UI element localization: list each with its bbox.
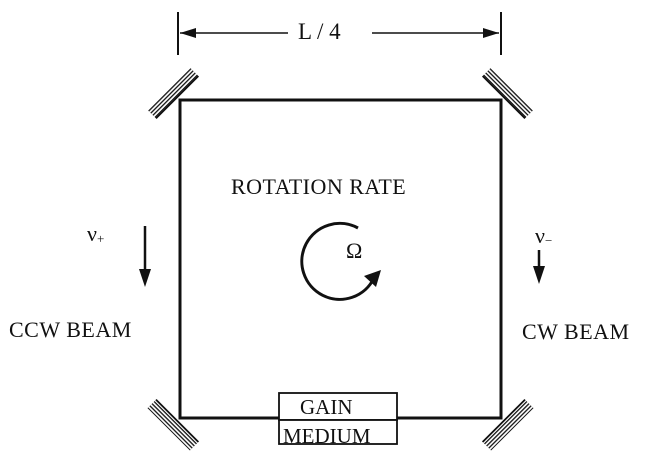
mirror-bottom-left [147, 398, 200, 451]
cw-beam-arrow-icon [533, 250, 545, 284]
cw-frequency-symbol: ν [535, 223, 545, 248]
dimension-arrowhead-left [180, 28, 196, 38]
ccw-frequency-symbol: ν [87, 221, 97, 246]
ccw-beam-arrow-icon [139, 226, 151, 287]
cw-frequency-label: ν− [535, 223, 553, 248]
length-label: L / 4 [298, 19, 341, 44]
omega-label: Ω [346, 238, 363, 263]
ccw-frequency-subscript: + [96, 231, 105, 246]
length-dimension [177, 12, 502, 55]
rotation-rate-label: ROTATION RATE [231, 174, 407, 199]
ccw-beam-label: CCW BEAM [9, 317, 132, 342]
ring-cavity-path [178, 98, 503, 420]
medium-label: MEDIUM [283, 424, 371, 448]
rotation-arrow-icon [300, 221, 381, 301]
mirror-bottom-right [481, 398, 534, 451]
cw-frequency-subscript: − [544, 233, 553, 248]
mirror-top-left [147, 67, 200, 120]
mirror-top-right [481, 67, 534, 120]
gain-medium-box-bottom [278, 419, 398, 445]
ccw-frequency-label: ν+ [87, 221, 105, 246]
cw-beam-label: CW BEAM [522, 319, 630, 344]
gain-medium-box-top [278, 392, 398, 421]
dimension-arrowhead-right [483, 28, 499, 38]
gain-label: GAIN [300, 395, 353, 419]
